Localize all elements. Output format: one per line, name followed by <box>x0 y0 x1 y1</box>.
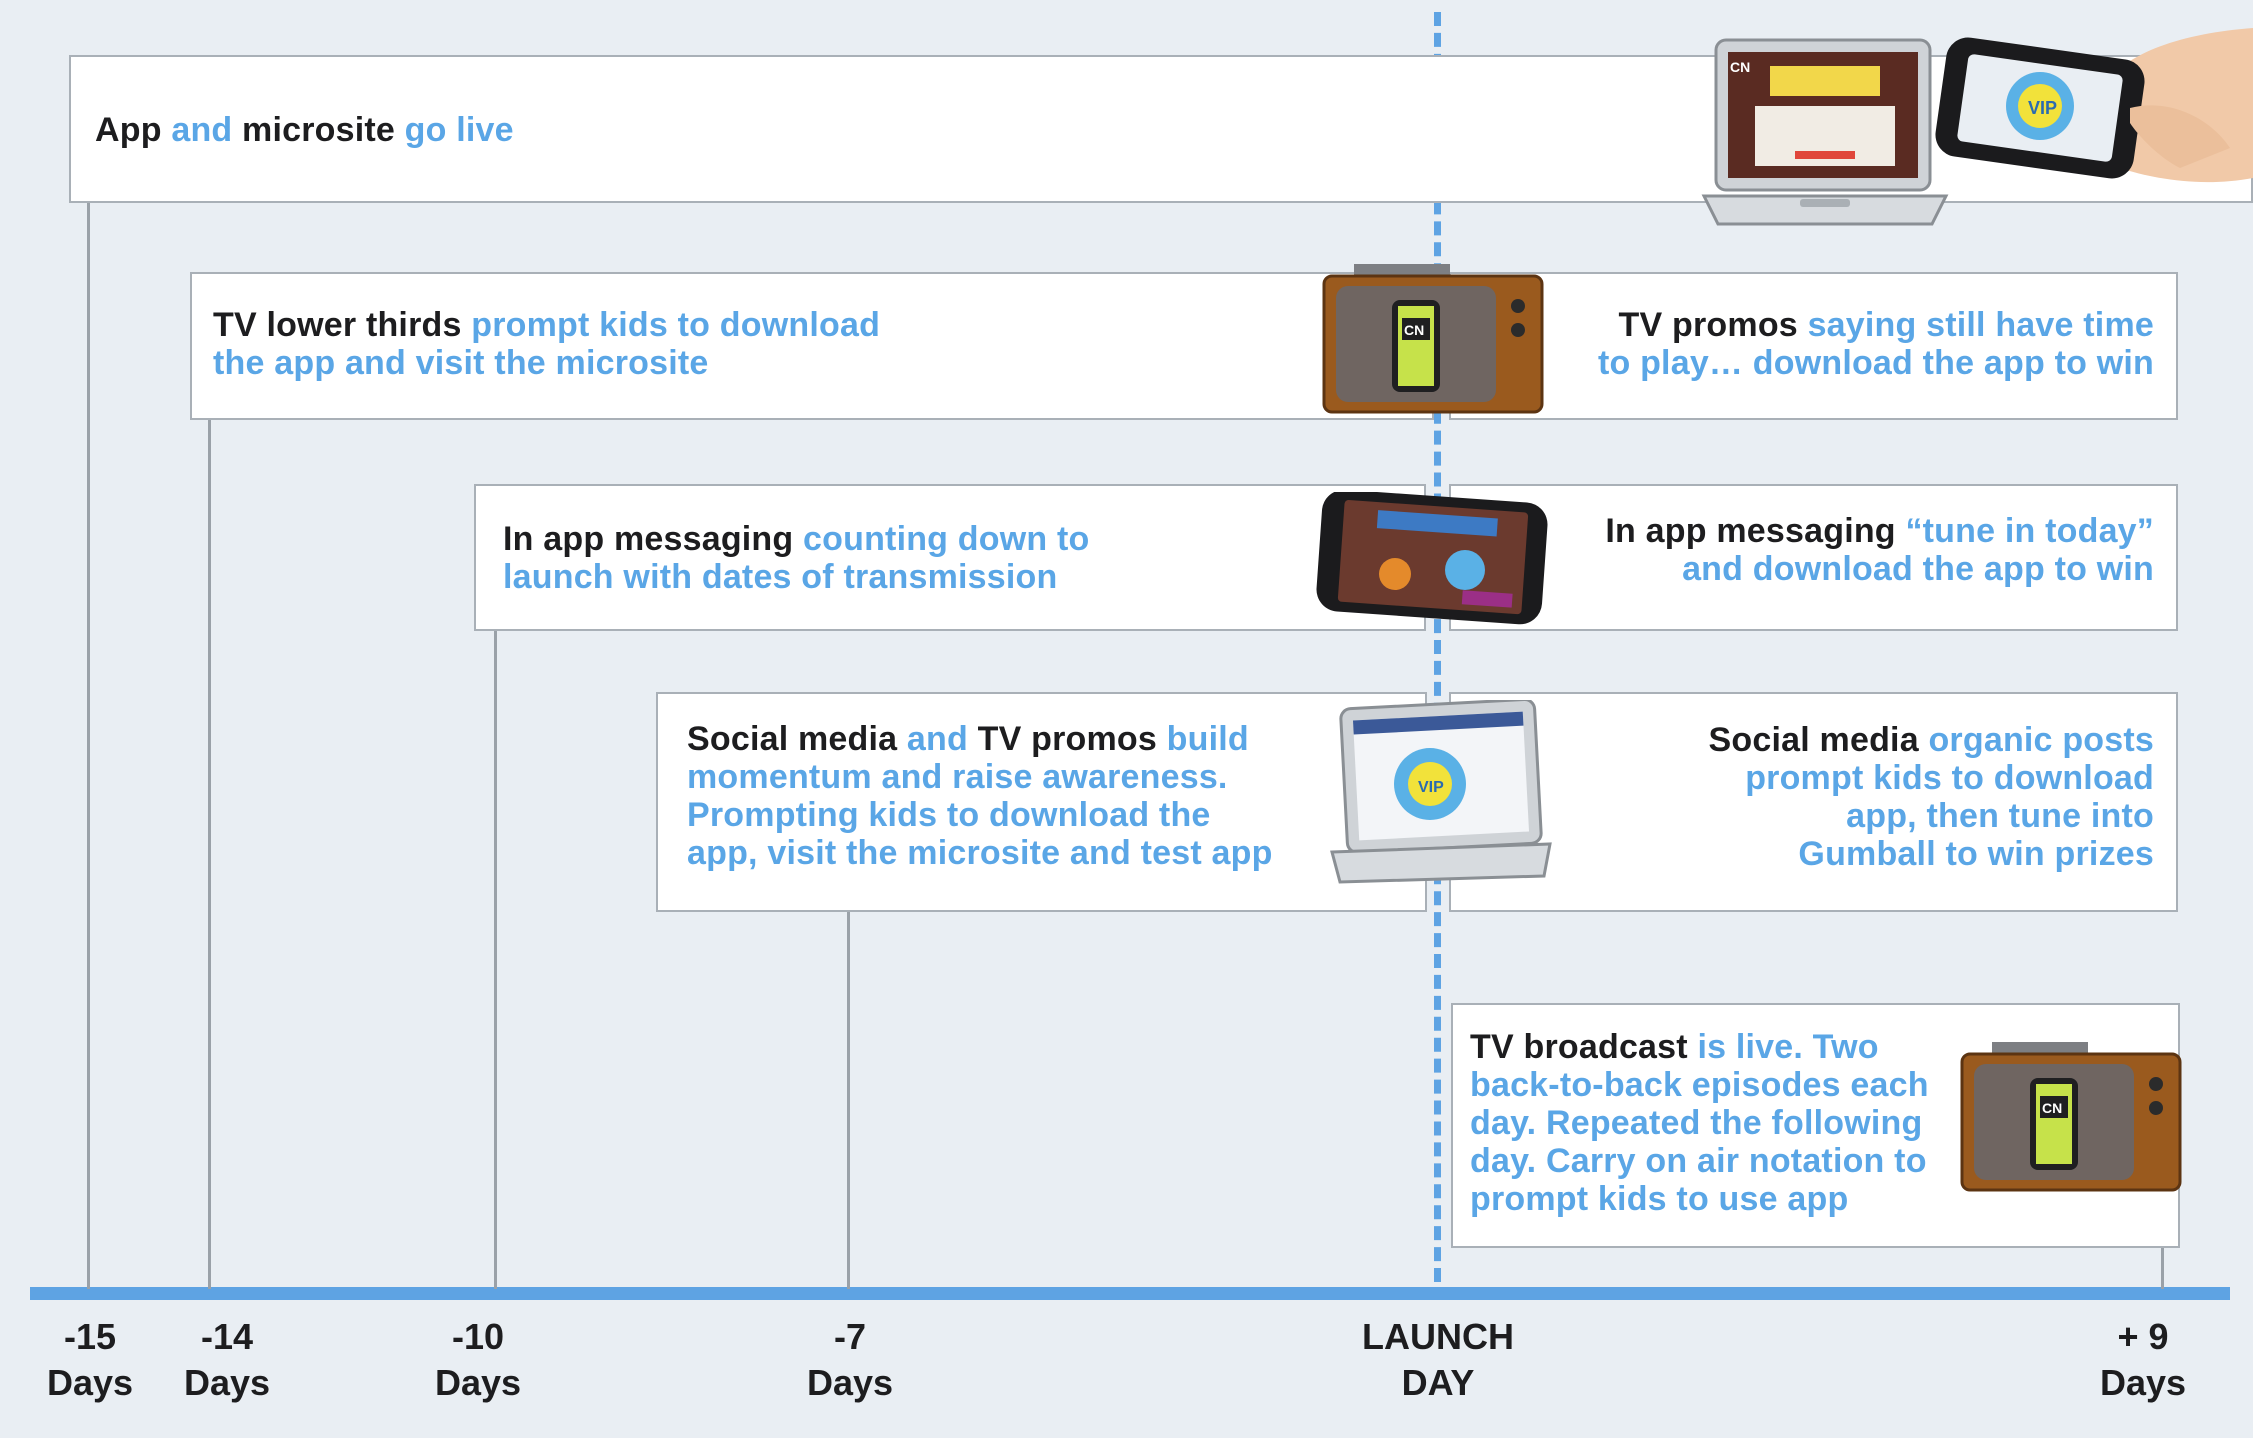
text-segment: go live <box>404 111 514 149</box>
svg-text:CN: CN <box>1404 322 1424 338</box>
laptop-icon: CN <box>1701 38 1949 226</box>
text-segment: “tune in today” and download the app to … <box>1682 512 2154 588</box>
stem-minus-7 <box>847 912 850 1289</box>
text-segment: TV lower thirds <box>213 306 472 344</box>
retro-tv-icon: CN <box>1322 264 1544 414</box>
svg-text:CN: CN <box>2042 1100 2062 1116</box>
milestone-social-build-text: Social media and TV promos build momentu… <box>687 720 1277 872</box>
milestone-in-app-countdown-text: In app messaging counting down to launch… <box>503 520 1123 596</box>
text-segment: build momentum and raise awareness. Prom… <box>687 720 1273 872</box>
milestone-in-app-tune-in-text: In app messaging “tune in today” and dow… <box>1600 512 2154 588</box>
text-segment: and <box>906 720 978 758</box>
vip-badge-text: VIP <box>2028 98 2057 118</box>
stem-minus-14 <box>208 420 211 1289</box>
text-segment: counting down to launch with dates of tr… <box>503 520 1090 596</box>
text-segment: is live. Two back-to-back episodes each … <box>1470 1028 1929 1218</box>
milestone-app-live-text: App and microsite go live <box>95 111 995 149</box>
text-segment: In app messaging <box>503 520 804 558</box>
text-segment: prompt kids to download the app and visi… <box>213 306 881 382</box>
text-segment: Social media <box>687 720 907 758</box>
milestone-social-organic <box>1449 692 2178 912</box>
text-segment: TV promos <box>977 720 1167 758</box>
text-segment: and <box>171 111 243 149</box>
text-segment: TV promos <box>1618 306 1808 344</box>
text-segment: saying still have time to play… download… <box>1597 306 2154 382</box>
stem-minus-10 <box>494 630 497 1289</box>
timeline-axis <box>30 1287 2230 1300</box>
phone-in-hand-icon: VIP <box>1935 28 2253 183</box>
launch-day-marker <box>1434 12 1441 1282</box>
milestone-lower-thirds <box>190 272 1434 420</box>
stem-minus-15 <box>87 203 90 1289</box>
stem-plus-9 <box>2161 1247 2164 1289</box>
text-segment: App <box>95 111 172 149</box>
milestone-tv-promos-text: TV promos saying still have time to play… <box>1580 306 2154 382</box>
text-segment: In app messaging <box>1605 512 1906 550</box>
milestone-social-build <box>656 692 1427 912</box>
milestone-broadcast-text: TV broadcast is live. Two back-to-back e… <box>1470 1028 1940 1218</box>
milestone-in-app-tune-in <box>1449 484 2178 631</box>
text-segment: microsite <box>242 111 405 149</box>
text-segment: organic posts prompt kids to download ap… <box>1745 721 2154 873</box>
cn-logo-text: CN <box>1730 59 1750 75</box>
milestone-lower-thirds-text: TV lower thirds prompt kids to download … <box>213 306 903 382</box>
text-segment: TV broadcast <box>1470 1028 1698 1066</box>
milestone-tv-promos <box>1449 272 2178 420</box>
milestone-social-organic-text: Social media organic posts prompt kids t… <box>1700 721 2154 873</box>
retro-tv-icon: CN <box>1960 1042 2182 1192</box>
text-segment: Social media <box>1708 721 1929 759</box>
phone-landscape-icon <box>1316 492 1548 625</box>
laptop-icon: VIP <box>1330 700 1552 884</box>
svg-text:VIP: VIP <box>1418 779 1444 796</box>
